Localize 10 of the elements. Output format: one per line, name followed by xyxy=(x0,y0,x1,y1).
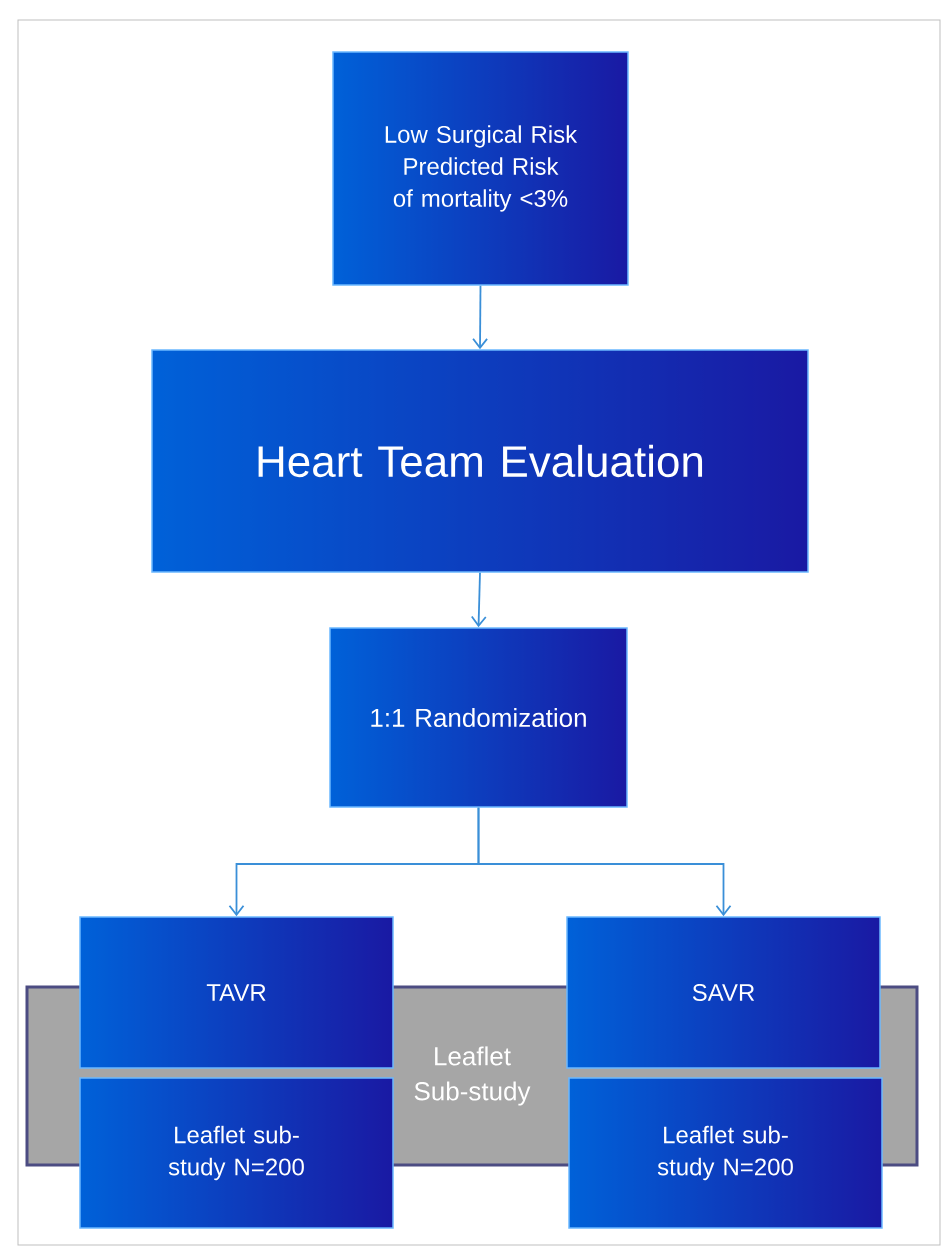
arrow xyxy=(472,284,488,350)
process-box: 1:1 Randomization xyxy=(329,627,628,808)
process-box: TAVR xyxy=(79,916,394,1069)
process-box: SAVR xyxy=(566,916,881,1069)
process-box: Leaflet sub-study N=200 xyxy=(568,1077,883,1229)
process-box: Leaflet sub-study N=200 xyxy=(79,1077,394,1229)
arrow xyxy=(470,571,487,628)
arrow xyxy=(477,806,732,917)
process-box: Heart Team Evaluation xyxy=(151,349,809,573)
process-box: Low Surgical Risk Predicted Risk of mortality <3% xyxy=(332,51,629,286)
